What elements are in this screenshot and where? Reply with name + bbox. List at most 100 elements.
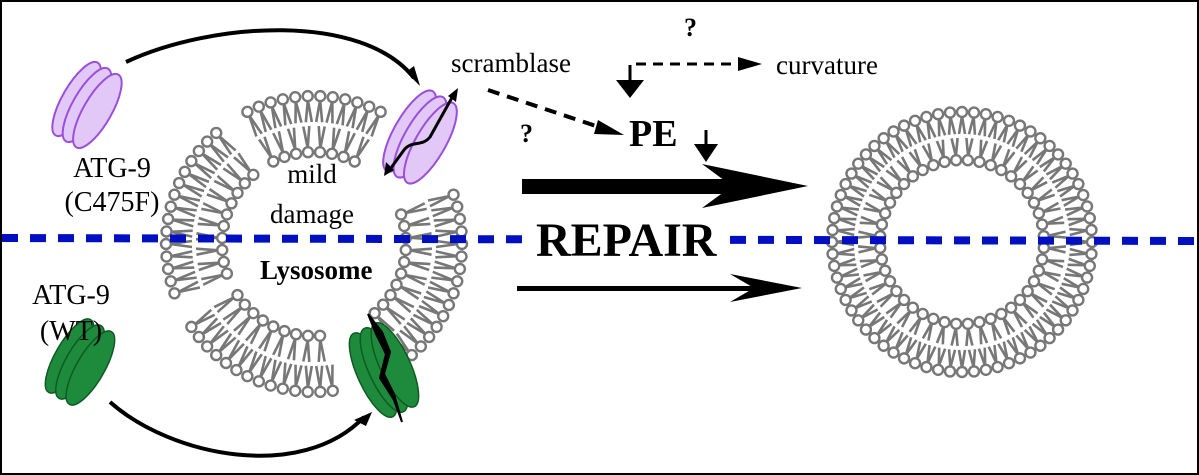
- lipid-molecule: [192, 317, 222, 344]
- lipid-molecule: [433, 212, 467, 228]
- lipid-molecule: [967, 349, 981, 378]
- lipid-molecule: [876, 176, 903, 200]
- lipid-molecule: [301, 365, 314, 399]
- lipid-molecule: [201, 202, 234, 221]
- lipid-molecule: [1031, 319, 1056, 345]
- lipid-molecule: [435, 225, 468, 238]
- lipid-scrambling-arrowhead-top: [448, 88, 458, 102]
- lipid-molecule: [1045, 303, 1072, 327]
- lipid-molecule: [828, 257, 857, 273]
- lipid-molecule: [935, 315, 951, 345]
- lipid-molecule: [213, 174, 244, 200]
- lipid-molecule: [935, 139, 951, 169]
- scramblase-to-curvature-arrowhead: [738, 57, 762, 71]
- lipid-molecule: [1021, 284, 1048, 308]
- lipid-molecule: [301, 125, 315, 159]
- lipid-molecule: [178, 165, 210, 189]
- lysosome-label: Lysosome: [260, 255, 373, 285]
- lipid-molecule: [418, 299, 450, 323]
- lipid-molecule: [159, 237, 193, 251]
- lipid-molecule: [313, 125, 327, 159]
- lipid-molecule: [168, 188, 201, 208]
- lipid-molecule: [887, 125, 909, 153]
- lipid-molecule: [252, 355, 273, 388]
- lipid-molecule: [394, 267, 427, 286]
- atg9-mutant-free-protein: [51, 60, 123, 150]
- lipid-molecule: [908, 307, 929, 336]
- lipid-scrambling-arrow: [386, 93, 456, 173]
- atg9-wt-free-protein: [44, 318, 116, 406]
- scramblase-to-pe-arrowhead: [594, 120, 624, 135]
- lipid-molecule: [313, 329, 327, 363]
- lipid-molecule: [1004, 301, 1028, 328]
- lipid-molecule: [973, 315, 989, 345]
- lipid-molecule: [427, 280, 460, 300]
- lipid-molecule: [1004, 156, 1028, 183]
- strong-repair-arrowhead: [702, 164, 808, 208]
- wt-trafficking-arrow: [108, 400, 366, 458]
- lipid-molecule: [168, 280, 201, 300]
- lipid-molecule: [908, 148, 929, 177]
- lipid-molecule: [222, 163, 252, 190]
- lipid-molecule: [161, 212, 195, 228]
- lipid-molecule: [1015, 331, 1037, 359]
- lipid-molecule: [995, 148, 1016, 177]
- atg9-wt-label-name: ATG-9: [32, 280, 110, 311]
- lipid-molecule: [896, 301, 920, 328]
- lipid-molecule: [863, 201, 892, 220]
- lipid-molecule: [241, 105, 263, 137]
- lipid-molecule: [394, 202, 427, 221]
- lipid-molecule: [921, 143, 940, 172]
- lipid-molecule: [233, 152, 260, 182]
- atg9-mutant-membrane-protein: [382, 89, 458, 185]
- normal-repair-arrow-shaft: [517, 286, 777, 291]
- lipid-molecule: [1039, 311, 1065, 336]
- lipid-molecule: [977, 108, 993, 137]
- lipid-molecule: [1067, 257, 1096, 273]
- lipid-molecule: [390, 278, 422, 300]
- lipid-molecule: [1006, 336, 1027, 365]
- lipid-molecule: [857, 241, 887, 255]
- lipid-molecule: [885, 165, 911, 191]
- lipid-molecule: [264, 96, 283, 129]
- lipid-molecule: [301, 89, 314, 123]
- atg9-mutant-label: ATG-9 (C475F): [52, 152, 172, 220]
- lipid-molecule: [987, 344, 1004, 374]
- lipid-molecule: [314, 365, 327, 399]
- lipid-molecule: [1027, 275, 1056, 296]
- lipid-molecule: [943, 349, 957, 378]
- lipid-molecule: [337, 131, 356, 164]
- lipid-molecule: [845, 167, 873, 189]
- lipid-molecule: [1069, 223, 1098, 237]
- lipid-molecule: [355, 100, 376, 133]
- pe-label: PE: [629, 113, 678, 155]
- lipid-molecule: [955, 349, 969, 379]
- lipid-molecule: [984, 143, 1003, 172]
- lipid-molecule: [1069, 247, 1098, 261]
- lipid-molecule: [931, 108, 947, 137]
- lipid-molecule: [830, 200, 860, 217]
- lipid-molecule: [826, 223, 855, 237]
- lipid-molecule: [289, 364, 303, 398]
- lipid-molecule: [164, 200, 197, 218]
- lipid-molecule: [160, 250, 193, 263]
- lipid-molecule: [233, 306, 260, 336]
- normal-repair-arrowhead: [730, 274, 802, 302]
- lipid-molecule: [423, 290, 456, 312]
- lipid-molecule: [427, 188, 460, 208]
- lipid-molecule: [834, 277, 863, 296]
- lipid-molecule: [877, 325, 901, 352]
- lipid-molecule: [1031, 139, 1056, 165]
- lipid-molecule: [219, 339, 245, 370]
- lipid-molecule: [286, 328, 303, 361]
- lipid-molecule: [868, 319, 893, 345]
- lipid-molecule: [210, 332, 237, 362]
- lipid-molecule: [877, 132, 901, 159]
- lipid-molecule: [908, 341, 927, 370]
- lipid-molecule: [210, 126, 237, 156]
- lipid-molecule: [896, 156, 920, 183]
- lipid-molecule: [431, 270, 464, 288]
- lipid-molecule: [859, 311, 885, 336]
